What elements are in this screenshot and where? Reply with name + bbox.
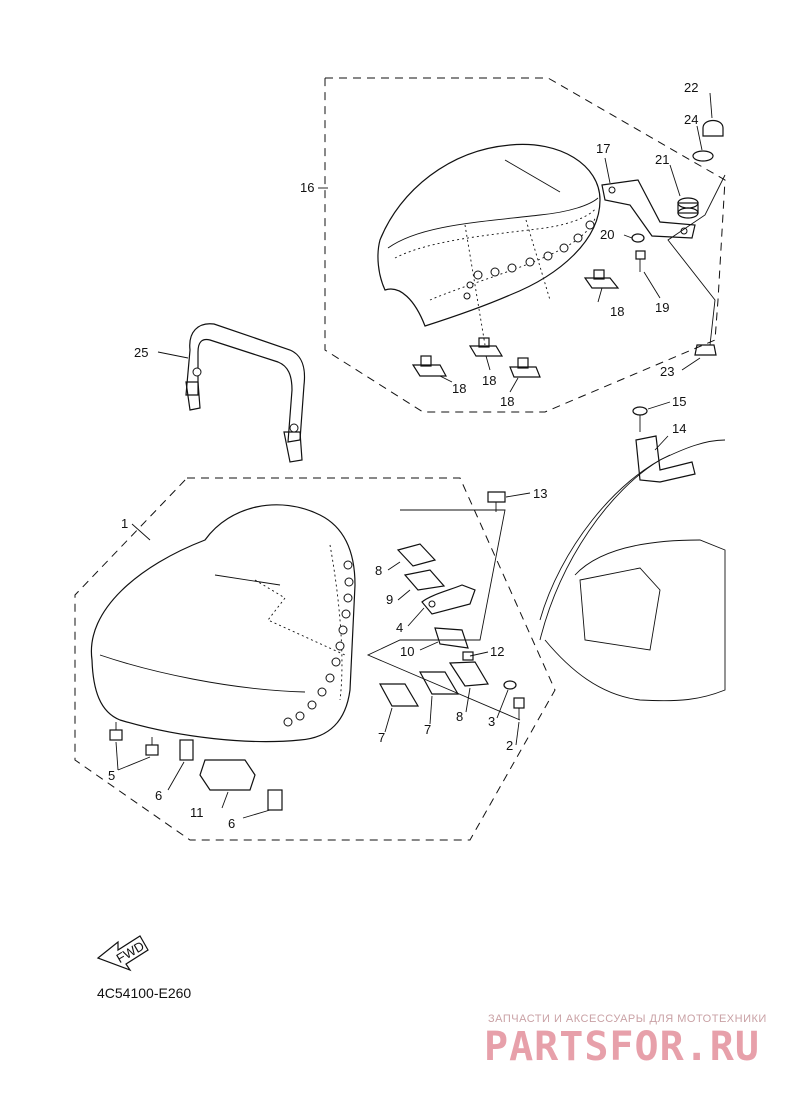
callout-18a: 18 (610, 304, 624, 319)
callout-2: 2 (506, 738, 513, 753)
group-boundary-1 (74, 477, 556, 841)
damper-5-a (109, 722, 123, 741)
plate-9 (403, 569, 446, 591)
callout-18b: 18 (452, 381, 466, 396)
damper-21 (677, 197, 699, 219)
callout-12: 12 (490, 644, 504, 659)
callout-22: 22 (684, 80, 698, 95)
callout-10: 10 (400, 644, 414, 659)
rider-seat (90, 504, 356, 743)
callout-7a: 7 (378, 730, 385, 745)
bolt-13 (487, 491, 506, 512)
callout-23: 23 (660, 364, 674, 379)
bolt-19 (635, 250, 646, 272)
fitting-18-a (583, 269, 620, 289)
washer-3 (503, 680, 517, 690)
callout-9: 9 (386, 592, 393, 607)
grab-bar-25 (185, 323, 306, 463)
damper-5-b (145, 737, 159, 756)
callout-14: 14 (672, 421, 686, 436)
callout-labels: 1 2 3 4 5 6 6 7 7 8 8 9 10 11 12 13 14 1… (108, 80, 698, 831)
callout-19: 19 (655, 300, 669, 315)
callout-17: 17 (596, 141, 610, 156)
callout-11: 11 (190, 805, 204, 820)
callout-6b: 6 (228, 816, 235, 831)
callout-1: 1 (121, 516, 128, 531)
callout-3: 3 (488, 714, 495, 729)
callout-6a: 6 (155, 788, 162, 803)
callout-24: 24 (684, 112, 698, 127)
callout-20: 20 (600, 227, 614, 242)
callout-8b: 8 (456, 709, 463, 724)
group-boundary-16 (324, 77, 726, 413)
damper-6-b (267, 789, 283, 811)
plate-8-b (448, 661, 490, 687)
washer-24 (692, 150, 714, 162)
watermark-tagline: ЗАПЧАСТИ И АКСЕССУАРЫ ДЛЯ МОТОТЕХНИКИ (488, 1013, 767, 1025)
leader-lines (115, 92, 713, 819)
clip-10 (434, 627, 469, 649)
callout-21: 21 (655, 152, 669, 167)
callout-15: 15 (672, 394, 686, 409)
fitting-18-d (509, 357, 541, 378)
bolt-2 (513, 697, 525, 720)
nut-12 (462, 651, 474, 661)
passenger-seat (377, 143, 601, 346)
callout-13: 13 (533, 486, 547, 501)
callout-7b: 7 (424, 722, 431, 737)
fwd-arrow-icon: FWD (96, 935, 149, 972)
fitting-18-c (468, 337, 504, 357)
rear-fender (539, 439, 726, 702)
bracket-4 (421, 584, 476, 615)
callout-4: 4 (396, 620, 403, 635)
callout-18d: 18 (500, 394, 514, 409)
plate-8-a (396, 543, 437, 567)
damper-6-a (179, 739, 194, 761)
damper-11 (199, 759, 256, 791)
callout-8a: 8 (375, 563, 382, 578)
fitting-7-b (418, 671, 460, 695)
watermark: ЗАПЧАСТИ И АКСЕССУАРЫ ДЛЯ МОТОТЕХНИКИ PA… (484, 1013, 767, 1070)
washer-20 (631, 233, 645, 243)
collar-23 (694, 344, 717, 356)
callout-5: 5 (108, 768, 115, 783)
callout-18c: 18 (482, 373, 496, 388)
bolt-15 (632, 406, 648, 432)
fitting-7-a (378, 683, 420, 707)
watermark-brand: PARTSFOR.RU (484, 1024, 760, 1070)
cap-nut-22 (702, 119, 724, 137)
stay-14 (635, 435, 696, 483)
fitting-18-b (411, 355, 448, 377)
callout-25: 25 (134, 345, 148, 360)
diagram-code: 4C54100-E260 (97, 985, 191, 1001)
callout-16: 16 (300, 180, 314, 195)
